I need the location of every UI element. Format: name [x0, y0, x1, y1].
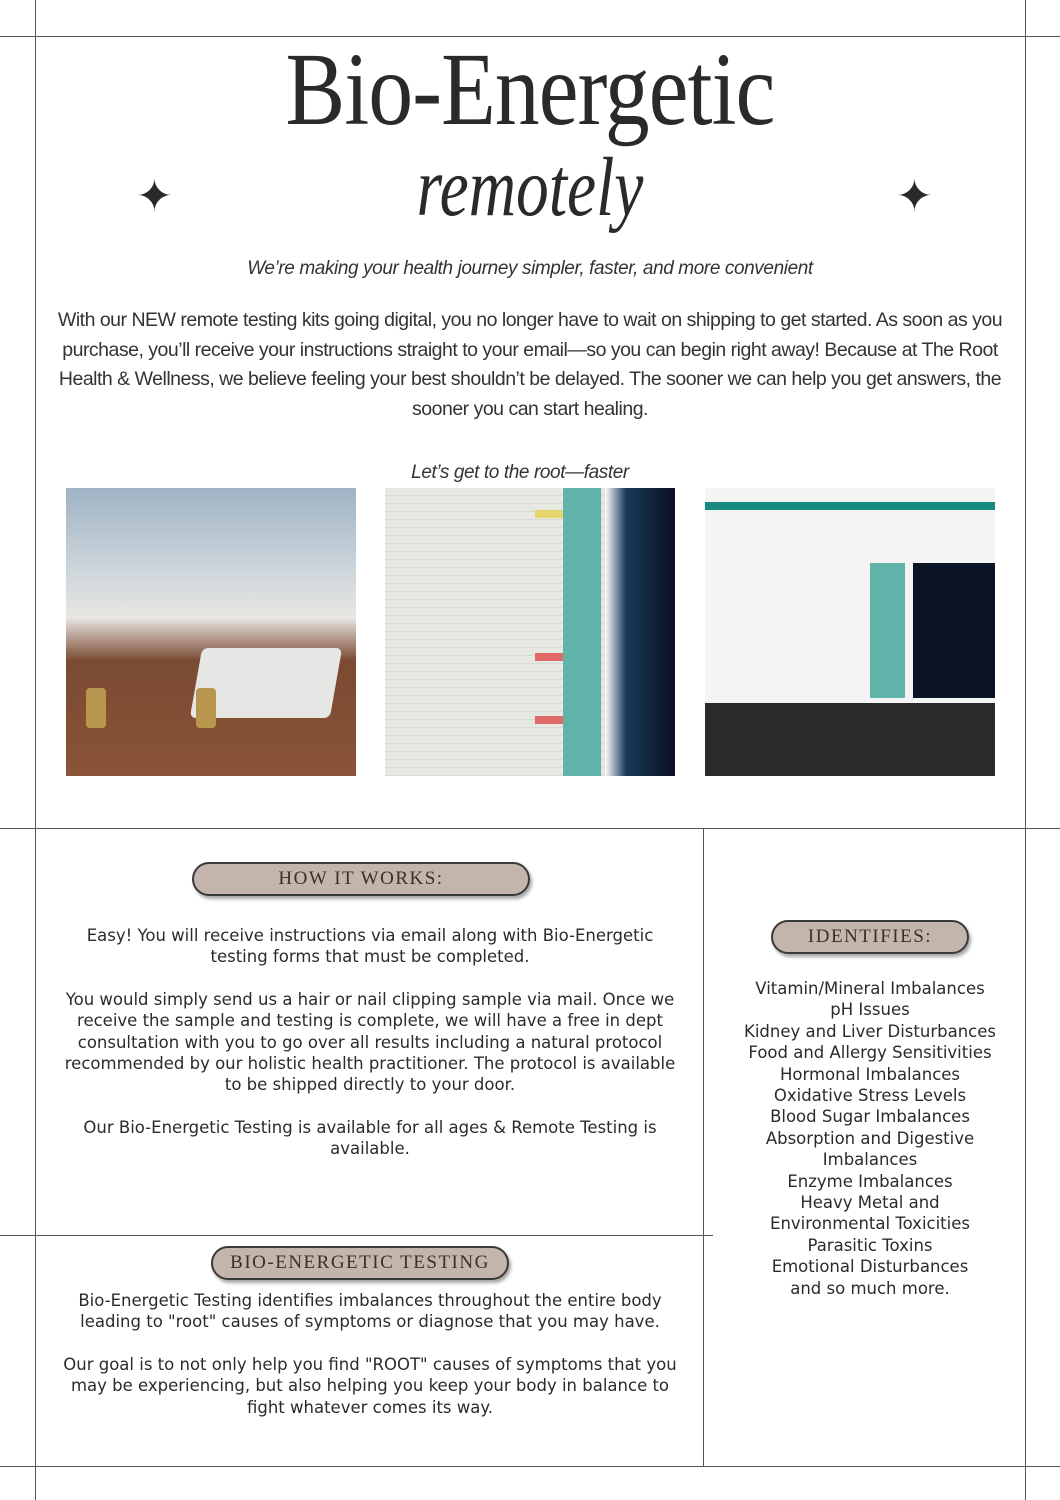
identifies-item: Heavy Metal and Environmental Toxicities	[770, 1193, 970, 1234]
identifies-item: Absorption and Digestive Imbalances	[765, 1128, 975, 1170]
bio-testing-p2: Our goal is to not only help you find "R…	[63, 1354, 677, 1417]
bio-testing-heading: BIO-ENERGETIC TESTING	[211, 1246, 509, 1280]
identifies-item: Hormonal Imbalances	[779, 1064, 961, 1084]
bio-testing-p1: Bio-Energetic Testing identifies imbalan…	[78, 1291, 662, 1332]
intro-paragraph: With our NEW remote testing kits going d…	[57, 309, 1003, 420]
identifies-item: Parasitic Toxins	[807, 1235, 933, 1255]
divider	[0, 1466, 1060, 1467]
identifies-item: Vitamin/Mineral Imbalances	[755, 979, 985, 998]
how-it-works-heading: HOW IT WORKS:	[192, 862, 530, 896]
divider	[0, 36, 1060, 37]
identifies-item: and so much more.	[790, 1278, 950, 1298]
divider	[1025, 0, 1026, 1500]
page-title: Bio-Energetic	[285, 32, 776, 147]
divider	[0, 1235, 713, 1236]
identifies-item: Oxidative Stress Levels	[773, 1086, 967, 1106]
bio-testing-text: Bio-Energetic Testing identifies imbalan…	[62, 1290, 678, 1439]
page-subtitle: remotely	[416, 141, 644, 234]
how-it-works-p3: Our Bio-Energetic Testing is available f…	[83, 1117, 657, 1159]
star-icon: ✦	[896, 172, 933, 221]
identifies-item: Enzyme Imbalances	[787, 1171, 953, 1191]
identifies-item: pH Issues	[830, 1000, 910, 1020]
photos-caption: Let’s get to the root—faster	[411, 462, 629, 483]
divider	[703, 828, 704, 1466]
device-photo	[66, 488, 356, 776]
identifies-item: Emotional Disturbances	[771, 1257, 969, 1277]
identifies-heading: IDENTIFIES:	[771, 920, 969, 954]
tagline: We’re making your health journey simpler…	[247, 258, 813, 279]
how-it-works-text: Easy! You will receive instructions via …	[62, 925, 678, 1181]
results-sheet-photo	[385, 488, 675, 776]
identifies-item: Kidney and Liver Disturbances	[744, 1021, 996, 1041]
software-screen-photo	[705, 488, 995, 776]
divider	[0, 828, 1060, 829]
how-it-works-p1: Easy! You will receive instructions via …	[86, 926, 654, 967]
identifies-item: Blood Sugar Imbalances	[770, 1107, 970, 1127]
star-icon: ✦	[136, 172, 173, 221]
how-it-works-p2: You would simply send us a hair or nail …	[64, 989, 676, 1095]
identifies-item: Food and Allergy Sensitivities	[748, 1043, 992, 1063]
divider	[35, 0, 36, 1500]
